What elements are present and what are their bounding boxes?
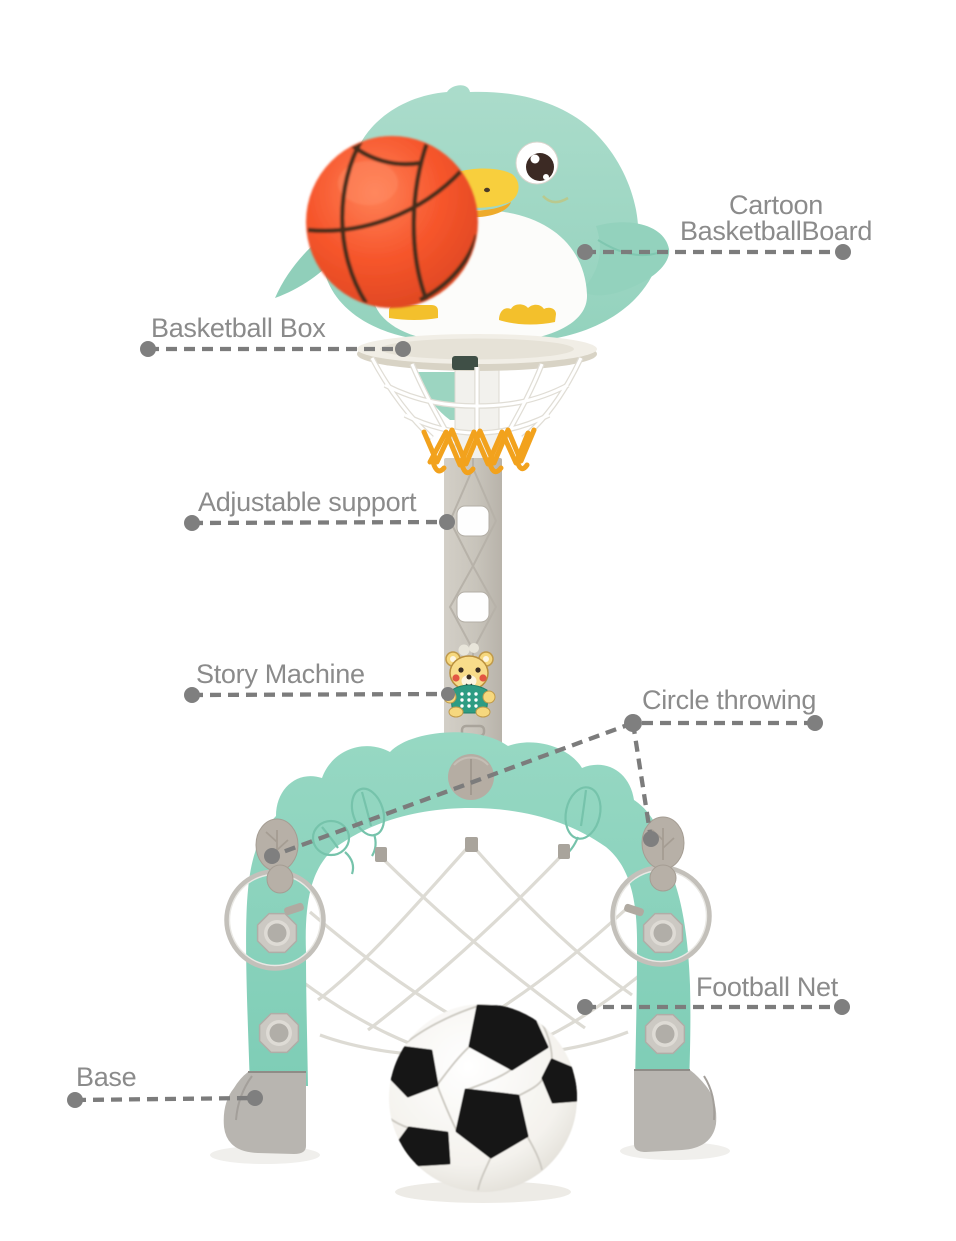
- arch-hook-right: [641, 816, 685, 892]
- hex-nut: [256, 912, 298, 954]
- leaf-emboss: [311, 786, 602, 875]
- label-adjustable-support: Adjustable support: [198, 487, 417, 517]
- leader-dots: [67, 244, 851, 1108]
- label-base: Base: [76, 1062, 137, 1092]
- arch-knob: [448, 754, 494, 800]
- net-clips: [375, 837, 570, 862]
- hex-nut: [644, 1013, 686, 1055]
- basketball-hoop: [357, 334, 597, 476]
- leader-story-machine: [191, 691, 449, 698]
- base-foot-left: [223, 1072, 306, 1154]
- label-basketball-box: Basketball Box: [151, 313, 326, 343]
- label-story-machine: Story Machine: [196, 659, 365, 689]
- soccer-ball: [389, 1004, 577, 1192]
- hex-nut: [258, 1012, 300, 1054]
- base-foot-right: [634, 1070, 717, 1152]
- leader-circle-throwing-d: [271, 720, 634, 859]
- basketball: [306, 136, 478, 308]
- label-circle-throwing: Circle throwing: [642, 685, 817, 715]
- leader-circle-throwing-v: [630, 722, 654, 840]
- leader-adjustable-support: [191, 519, 448, 526]
- label-football-net: Football Net: [696, 972, 838, 1002]
- hex-nut: [642, 912, 684, 954]
- label-cartoon-basketball-board: Cartoon BasketballBoard: [616, 190, 936, 246]
- hoop-orange-net: [421, 427, 537, 476]
- leader-lines: [74, 249, 843, 1103]
- label-line: Cartoon: [729, 190, 823, 220]
- bird-right-wing: [582, 222, 670, 296]
- label-line: BasketballBoard: [679, 216, 873, 246]
- story-machine-bear: [443, 643, 496, 718]
- base-feet: [223, 1069, 717, 1154]
- leader-base: [74, 1095, 256, 1103]
